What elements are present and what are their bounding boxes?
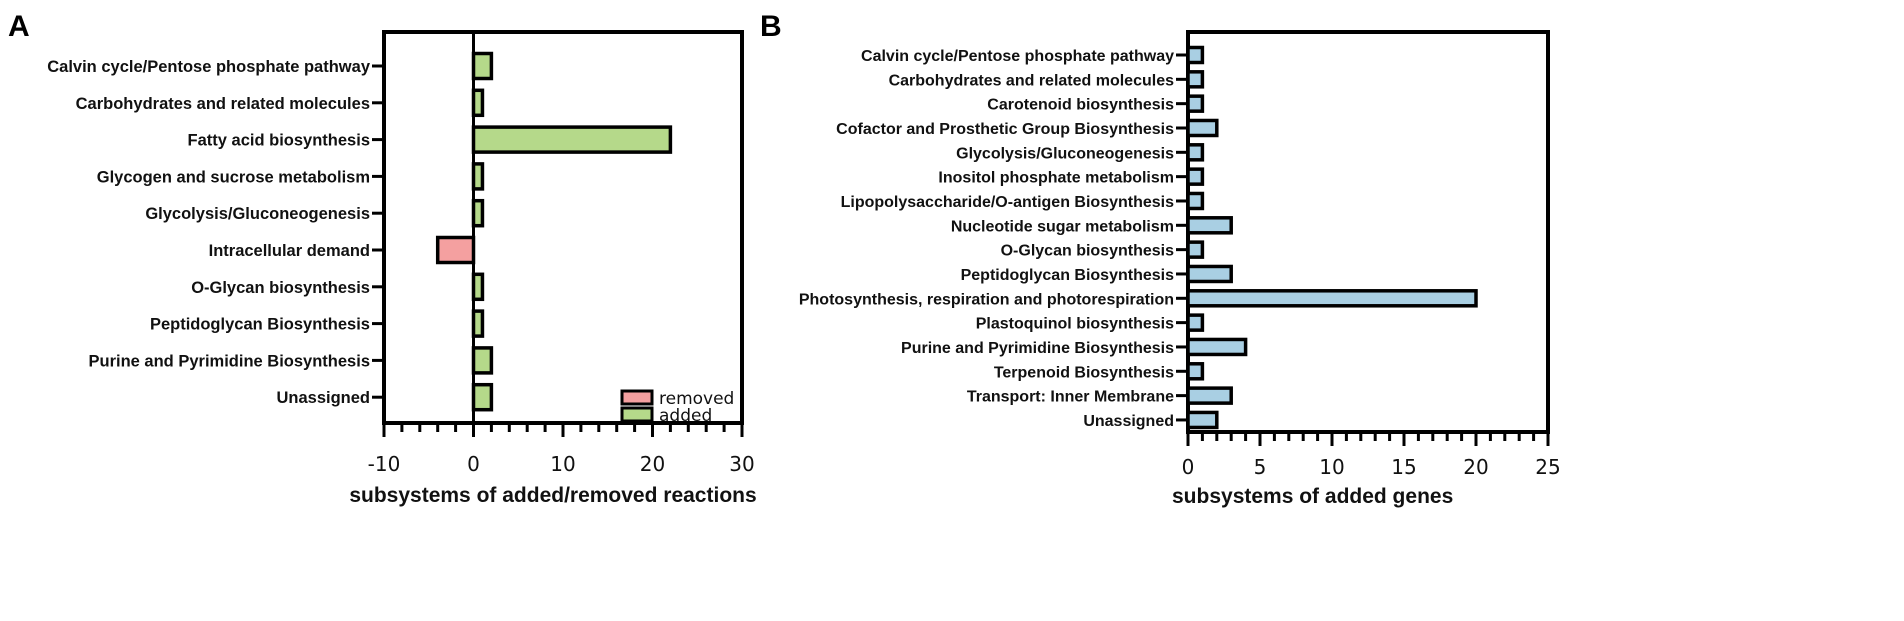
panel-b-bar	[1186, 167, 1205, 186]
panel-a-tick-label: 30	[729, 452, 754, 476]
panel-a-bar-added	[471, 309, 485, 338]
panel-b-category-label: Photosynthesis, respiration and photores…	[799, 291, 1174, 308]
panel-b-x-axis-title: subsystems of added genes	[1172, 485, 1453, 508]
panel-b-tick-label: 15	[1391, 455, 1416, 479]
panel-a-bar-added	[471, 382, 494, 412]
panel-b-bar	[1186, 118, 1219, 138]
panel-b-category-label: Peptidoglycan Biosynthesis	[961, 267, 1174, 284]
panel-b-bar	[1186, 313, 1205, 332]
panel-b-bar	[1186, 216, 1233, 235]
panel-a-legend-swatch-removed	[620, 389, 654, 406]
panel-a-tick-label: 0	[467, 452, 480, 476]
panel-b-tick-label: 5	[1254, 455, 1267, 479]
panel-a-category-label: Glycolysis/Gluconeogenesis	[145, 205, 370, 223]
panel-a-x-axis-title: subsystems of added/removed reactions	[349, 484, 756, 507]
panel-b-bar	[1186, 337, 1248, 357]
panel-b-category-label: Purine and Pyrimidine Biosynthesis	[901, 340, 1174, 357]
panel-a-category-label: Unassigned	[276, 389, 370, 407]
panel-a-legend-swatch-added	[620, 406, 654, 423]
panel-b-bar	[1186, 70, 1205, 89]
panel-a-bar-added	[471, 346, 494, 375]
panel-b-category-label: Nucleotide sugar metabolism	[951, 218, 1174, 235]
panel-a-letter: A	[8, 10, 30, 43]
panel-a-category-label: Carbohydrates and related molecules	[76, 95, 370, 113]
panel-b-category-label: Carbohydrates and related molecules	[889, 72, 1175, 89]
panel-b-tick-label: 25	[1535, 455, 1560, 479]
panel-b-category-label: Unassigned	[1083, 413, 1174, 430]
panel-a-bar-added	[471, 51, 494, 81]
panel-a-bar-added	[471, 125, 673, 154]
panel-a-bar-added	[471, 88, 485, 118]
panel-a-category-label: Fatty acid biosynthesis	[188, 132, 370, 150]
panel-b-bar	[1186, 410, 1219, 430]
panel-a-legend-label-removed: removed	[659, 389, 734, 409]
panel-a-tick-label: 10	[550, 452, 575, 476]
panel-b-chart: 0 5 10 15 20 25 subsystems of added genes Calvi…	[799, 30, 1561, 508]
panel-b-bar	[1186, 362, 1205, 381]
panel-a-tick-label: -10	[368, 452, 401, 476]
panel-b-bar	[1186, 191, 1205, 211]
panel-b-letter: B	[760, 10, 782, 43]
panel-b-category-label: Inositol phosphate metabolism	[938, 170, 1174, 187]
panel-b-plot-frame	[1186, 30, 1550, 434]
panel-a-category-label: Calvin cycle/Pentose phosphate pathway	[47, 58, 371, 76]
panel-a-tick-label: 20	[640, 452, 665, 476]
panel-b-tick-label: 10	[1319, 455, 1344, 479]
panel-a-chart: -10 0 10 20 30 subsystems of added/removed re…	[47, 30, 757, 507]
panel-a-legend-label-added: added	[659, 406, 712, 426]
panel-b-category-label: Terpenoid Biosynthesis	[994, 364, 1174, 381]
panel-a-category-label: Peptidoglycan Biosynthesis	[150, 316, 370, 334]
panel-b-tick-label: 0	[1182, 455, 1195, 479]
panel-a-category-label: Purine and Pyrimidine Biosynthesis	[89, 352, 371, 370]
panel-b-category-label: Lipopolysaccharide/O-antigen Biosynthesi…	[841, 194, 1175, 211]
panel-a-bar-added	[471, 272, 485, 302]
panel-b-category-label: Calvin cycle/Pentose phosphate pathway	[861, 48, 1174, 65]
panel-b-bar	[1186, 386, 1233, 405]
panel-a-category-label: O-Glycan biosynthesis	[191, 279, 370, 297]
panel-b-category-label: Carotenoid biosynthesis	[987, 97, 1174, 114]
panel-b-bar	[1186, 45, 1205, 65]
panel-a-plot-frame	[382, 30, 744, 425]
panel-b-bar	[1186, 264, 1233, 284]
panel-a-bar-added	[471, 198, 485, 228]
panel-b-category-label: Transport: Inner Membrane	[967, 389, 1174, 406]
panel-a-category-label: Intracellular demand	[209, 242, 370, 260]
panel-a-bar-removed	[435, 235, 476, 265]
panel-b-category-label: Plastoquinol biosynthesis	[976, 316, 1174, 333]
panel-b-tick-label: 20	[1463, 455, 1488, 479]
panel-b-category-label: O-Glycan biosynthesis	[1001, 243, 1174, 260]
panel-a-category-label: Glycogen and sucrose metabolism	[97, 168, 370, 186]
panel-b-category-label: Glycolysis/Gluconeogenesis	[956, 145, 1174, 162]
panel-b-bar	[1186, 240, 1205, 259]
panel-b-bar	[1186, 94, 1205, 113]
panel-b-bar	[1186, 143, 1205, 162]
panel-b-category-label: Cofactor and Prosthetic Group Biosynthes…	[836, 121, 1174, 138]
panel-a-bar-added	[471, 162, 485, 191]
panel-b-bar	[1186, 289, 1478, 308]
